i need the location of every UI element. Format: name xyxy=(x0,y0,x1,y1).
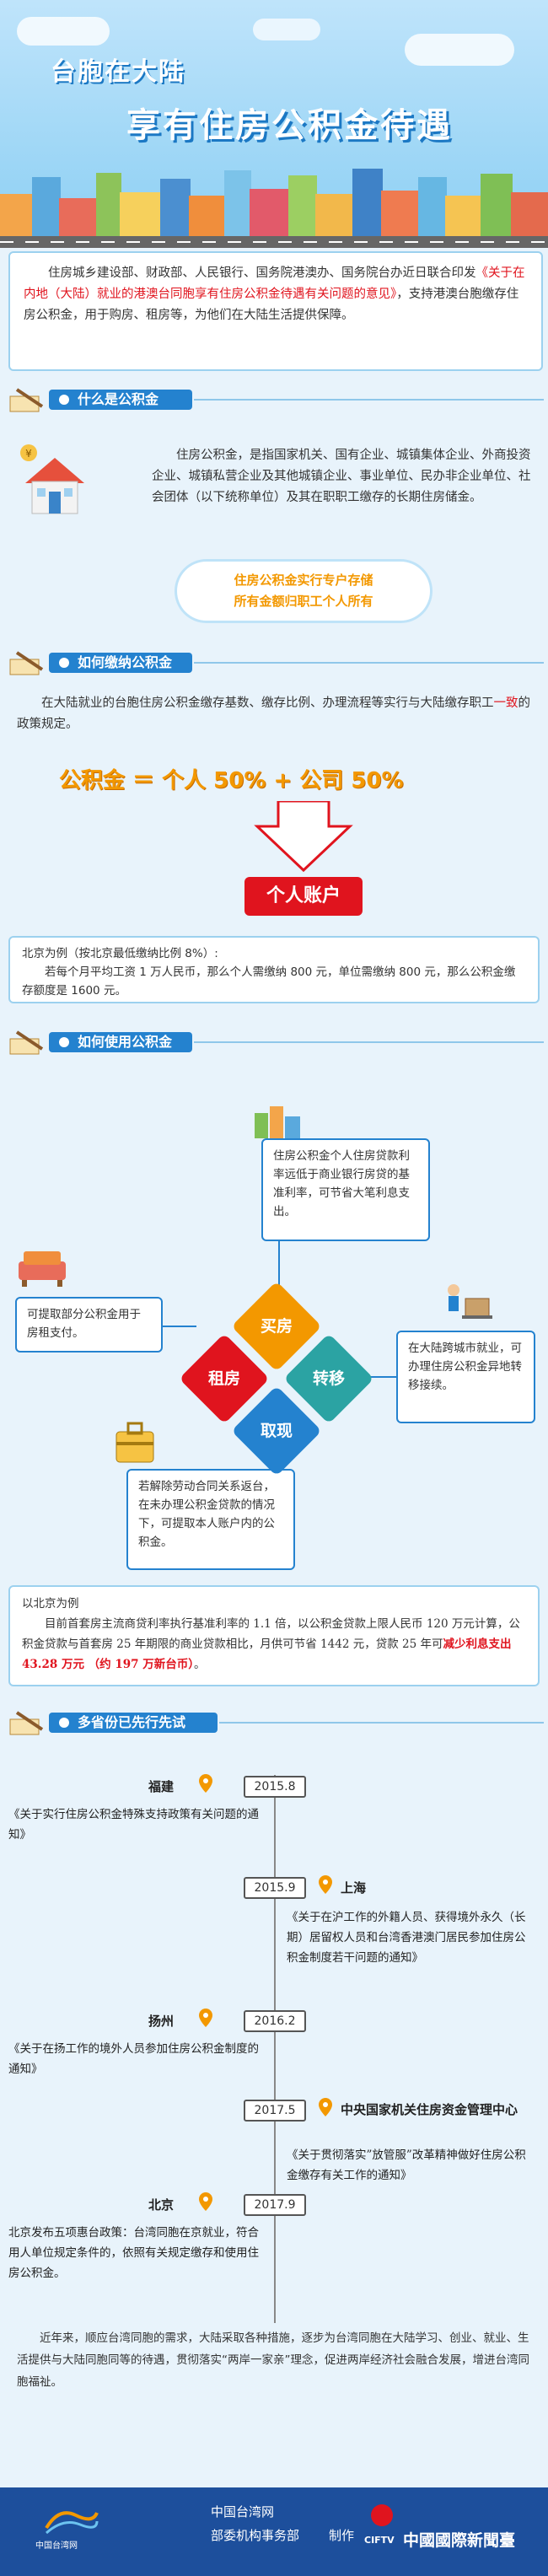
intro-text: 住房城乡建设部、财政部、人民银行、国务院港澳办、国务院台办近日联合印发《关于在内… xyxy=(10,253,541,336)
pay-example-head: 北京为例（按北京最低缴纳比例 8%）: xyxy=(22,947,218,960)
banner-title-line2: 享有住房公积金待遇 xyxy=(126,106,453,145)
suitcase-icon xyxy=(116,1422,154,1463)
use-example-head: 以北京为例 xyxy=(22,1597,79,1611)
rent-label: 租房 xyxy=(207,1369,240,1388)
connector-line xyxy=(278,1241,280,1309)
use-example-end: 。 xyxy=(194,1658,206,1671)
timeline-date: 2017.5 xyxy=(244,2100,306,2122)
timeline-city: 福建 xyxy=(148,1779,175,1794)
location-pin-icon xyxy=(199,2009,212,2027)
header-banner: 台胞在大陆 享有住房公积金待遇 xyxy=(0,0,548,245)
section-divider xyxy=(219,1722,544,1724)
buy-text-box: 住房公积金个人住房贷款利率远低于商业银行房贷的基准利率，可节省大笔利息支出。 xyxy=(261,1138,430,1241)
section-what-body: 住房公积金，是指国家机关、国有企业、城镇集体企业、外商投资企业、城镇私营企业及其… xyxy=(152,449,531,504)
use-example-box: 以北京为例 目前首套房主流商贷利率执行基准利率的 1.1 倍，以公积金贷款上限人… xyxy=(8,1585,540,1686)
pen-paper-icon xyxy=(9,388,44,412)
timeline-text: 北京发布五项惠台政策：台湾同胞在京就业，符合用人单位规定条件的，依照有关规定缴存… xyxy=(8,2226,259,2280)
section-divider xyxy=(194,1041,544,1043)
section-pilot-title: 多省份已先行先试 xyxy=(49,1713,218,1733)
section-pay-title: 如何缴纳公积金 xyxy=(49,653,192,673)
section-pilot-header: 多省份已先行先试 xyxy=(8,1707,548,1736)
pay-example-box: 北京为例（按北京最低缴纳比例 8%）: 若每个月平均工资 1 万人民币，那么个人… xyxy=(8,936,540,1003)
section-divider xyxy=(194,662,544,664)
section-use-title: 如何使用公积金 xyxy=(49,1032,192,1052)
sofa-icon xyxy=(19,1251,66,1287)
timeline-date: 2017.9 xyxy=(244,2194,306,2216)
section-use-header: 如何使用公积金 xyxy=(8,1027,548,1056)
use-example-a: 目前首套房主流商贷利率执行基准利率的 1.1 倍，以公积金贷款上限人民币 120… xyxy=(22,1617,520,1651)
taiwan-net-logo-icon xyxy=(45,2511,99,2535)
footer-org1: 中国台湾网 xyxy=(211,2504,275,2520)
location-pin-icon xyxy=(319,2098,332,2116)
cloud xyxy=(17,17,110,46)
location-pin-icon xyxy=(199,2192,212,2211)
intro-policy-title: 《关于在内地（大陆）就业的港澳台同胞享有住房公积金待遇有关问题的意见》 xyxy=(24,266,525,301)
rent-text-box: 可提取部分公积金用于房租支付。 xyxy=(15,1297,163,1353)
moving-person-icon xyxy=(448,1284,492,1319)
buy-label: 买房 xyxy=(260,1317,293,1336)
timeline-city: 扬州 xyxy=(148,2014,175,2029)
cloud xyxy=(253,19,320,40)
ciftv-logo-icon xyxy=(371,2504,393,2526)
timeline-city: 北京 xyxy=(148,2197,175,2213)
location-pin-icon xyxy=(319,1875,332,1894)
pay-body-emphasis: 一致 xyxy=(493,696,518,710)
intro-part1: 住房城乡建设部、财政部、人民银行、国务院港澳办、国务院台办近日联合印发 xyxy=(48,266,476,280)
connector-line xyxy=(163,1326,196,1327)
house-icon: ¥ xyxy=(20,444,84,514)
intro-box: 住房城乡建设部、财政部、人民银行、国务院港澳办、国务院台办近日联合印发《关于在内… xyxy=(8,251,543,371)
closing-paragraph: 近年来，顺应台湾同胞的需求，大陆采取各种措施，逐步为台湾同胞在大陆学习、创业、就… xyxy=(17,2331,529,2389)
road-marking xyxy=(0,241,548,243)
pay-example-body: 若每个月平均工资 1 万人民币，那么个人需缴纳 800 元，单位需缴纳 800 … xyxy=(22,965,516,998)
use-example-body: 目前首套房主流商贷利率执行基准利率的 1.1 倍，以公积金贷款上限人民币 120… xyxy=(22,1614,526,1675)
timeline-text: 《关于贯彻落实”放管服”改革精神做好住房公积金缴存有关工作的通知》 xyxy=(287,2148,526,2182)
highlight-cloud: 住房公积金实行专户存储 所有金额归职工个人所有 xyxy=(177,562,430,621)
svg-text:¥: ¥ xyxy=(25,448,32,460)
down-arrow-icon xyxy=(254,801,353,873)
city-skyline xyxy=(0,169,548,245)
transfer-label: 转移 xyxy=(312,1369,345,1388)
section-what-title: 什么是公积金 xyxy=(49,390,192,410)
location-pin-icon xyxy=(199,1774,212,1793)
pay-body-b: 的政策规定。 xyxy=(17,696,530,731)
use-example-emphasis: 减少利息支出 43.28 万元 （约 197 万新台币） xyxy=(22,1638,512,1671)
timeline-date: 2016.2 xyxy=(244,2010,306,2032)
withdraw-label: 取现 xyxy=(260,1422,293,1440)
highlight-line2: 所有金额归职工个人所有 xyxy=(234,594,373,609)
section-pay-header: 如何缴纳公积金 xyxy=(8,648,548,676)
timeline-text: 《关于实行住房公积金特殊支持政策有关问题的通知》 xyxy=(8,1808,259,1842)
section-divider xyxy=(194,399,544,401)
footer-org2: 部委机构事务部 xyxy=(211,2528,300,2543)
pen-paper-icon xyxy=(9,651,44,675)
intro-part3: ，支持港澳台胞缴存住房公积金，用于购房、租房等，为他们在大陆生活提供保障。 xyxy=(24,288,519,322)
footer-logo-text: 中国台湾网 xyxy=(35,2541,78,2551)
timeline-text: 《关于在扬工作的境外人员参加住房公积金制度的通知》 xyxy=(8,2042,259,2076)
timeline-date: 2015.9 xyxy=(244,1877,306,1899)
withdraw-text-box: 若解除劳动合同关系返台，在未办理公积金贷款的情况下，可提取本人账户内的公积金。 xyxy=(126,1469,295,1570)
timeline-city: 上海 xyxy=(341,1880,367,1896)
buildings-icon xyxy=(255,1106,300,1138)
footer-brand: 中國國際新聞臺 xyxy=(403,2531,516,2550)
footer: 中国台湾网 中国台湾网 部委机构事务部 制作 CIFTV 中國國際新聞臺 xyxy=(0,2487,548,2576)
timeline-date: 2015.8 xyxy=(244,1776,306,1798)
section-what-header: 什么是公积金 xyxy=(8,385,548,413)
footer-made-by: 制作 xyxy=(329,2528,355,2543)
connector-line xyxy=(363,1376,396,1378)
banner-title-line1: 台胞在大陆 xyxy=(51,57,185,87)
transfer-text-box: 在大陆跨城市就业，可办理住房公积金异地转移接续。 xyxy=(396,1331,535,1423)
pen-paper-icon xyxy=(9,1030,44,1055)
cloud xyxy=(405,34,514,66)
timeline-text: 《关于在沪工作的外籍人员、获得境外永久（长期）居留权人员和台湾香港澳门居民参加住… xyxy=(287,1911,526,1965)
personal-account-badge: 个人账户 xyxy=(244,877,363,916)
pen-paper-icon xyxy=(9,1711,44,1735)
footer-brand-logo: CIFTV xyxy=(364,2535,395,2546)
pay-body-a: 在大陆就业的台胞住房公积金缴存基数、缴存比例、办理流程等实行与大陆缴存职工 xyxy=(41,696,494,710)
formula: 公积金 ＝ 个人 50% + 公司 50% xyxy=(59,768,404,793)
highlight-line1: 住房公积金实行专户存储 xyxy=(234,573,373,588)
section-pay-body: 在大陆就业的台胞住房公积金缴存基数、缴存比例、办理流程等实行与大陆缴存职工一致的… xyxy=(17,693,531,735)
timeline-city: 中央国家机关住房资金管理中心 xyxy=(341,2102,518,2117)
timeline-line xyxy=(274,1775,276,2323)
